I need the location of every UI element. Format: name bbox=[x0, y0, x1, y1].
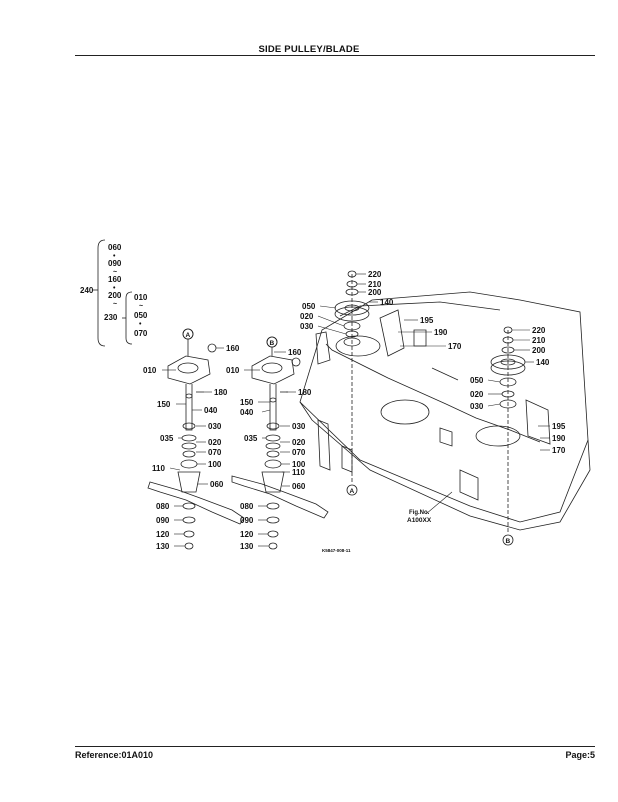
footer-reference: Reference:01A010 bbox=[75, 750, 154, 760]
callout-b-label: B bbox=[506, 538, 511, 545]
header-rule bbox=[75, 55, 595, 56]
legend-item-060: 060 bbox=[108, 243, 122, 252]
part-label: 170 bbox=[448, 342, 462, 351]
part-label: 130 bbox=[240, 542, 254, 551]
callout-a-label: A bbox=[186, 332, 191, 339]
part-label: 010 bbox=[143, 366, 157, 375]
part-label: 210 bbox=[368, 280, 382, 289]
part-label: 170 bbox=[552, 446, 566, 455]
part-label: 030 bbox=[292, 422, 306, 431]
leader-lines bbox=[162, 273, 550, 547]
page-title: SIDE PULLEY/BLADE bbox=[258, 44, 360, 55]
part-label: 100 bbox=[292, 460, 306, 469]
legend-tilde: ~ bbox=[139, 303, 143, 310]
part-label: 140 bbox=[380, 298, 394, 307]
part-label: 070 bbox=[292, 448, 306, 457]
part-label: 150 bbox=[157, 400, 171, 409]
part-label: 180 bbox=[214, 388, 228, 397]
legend-subitem-050: 050 bbox=[134, 311, 148, 320]
part-label: 030 bbox=[470, 402, 484, 411]
legend-subitem-010: 010 bbox=[134, 293, 148, 302]
part-label: 035 bbox=[160, 434, 174, 443]
part-label: 010 bbox=[226, 366, 240, 375]
part-label: 110 bbox=[292, 468, 305, 477]
part-label: 060 bbox=[210, 480, 224, 489]
legend-dot: • bbox=[113, 285, 116, 292]
part-label: 195 bbox=[420, 316, 434, 325]
part-label: 180 bbox=[298, 388, 312, 397]
part-label: 040 bbox=[240, 408, 254, 417]
part-label: 190 bbox=[552, 434, 566, 443]
part-label: 220 bbox=[532, 326, 546, 335]
legend-subitem-070: 070 bbox=[134, 329, 148, 338]
part-label: 030 bbox=[208, 422, 222, 431]
legend-item-090: 090 bbox=[108, 259, 122, 268]
part-label: 160 bbox=[226, 344, 240, 353]
legend-group-230: 230 bbox=[104, 313, 118, 322]
part-label: 130 bbox=[156, 542, 170, 551]
part-label: 030 bbox=[300, 322, 314, 331]
fig-note-code: A100XX bbox=[407, 517, 432, 524]
part-label: 035 bbox=[244, 434, 258, 443]
mower-deck bbox=[299, 291, 591, 531]
part-label: 020 bbox=[292, 438, 306, 447]
callout-a-label: A bbox=[350, 488, 355, 495]
legend-bracket bbox=[92, 239, 133, 347]
callout-b-label: B bbox=[270, 340, 275, 347]
part-label: 080 bbox=[156, 502, 170, 511]
legend-tilde: ~ bbox=[113, 301, 117, 308]
part-label: 020 bbox=[208, 438, 222, 447]
part-label: 150 bbox=[240, 398, 254, 407]
part-label: 040 bbox=[204, 406, 218, 415]
part-label: 100 bbox=[208, 460, 222, 469]
legend-dot: • bbox=[139, 321, 142, 328]
footer-rule bbox=[75, 746, 595, 747]
part-label: 120 bbox=[240, 530, 254, 539]
legend-group-240: 240 bbox=[80, 286, 94, 295]
legend-item-200: 200 bbox=[108, 291, 122, 300]
legend-tilde: ~ bbox=[113, 269, 117, 276]
part-label: 090 bbox=[156, 516, 170, 525]
part-label: 190 bbox=[434, 328, 448, 337]
part-label: 110 bbox=[152, 464, 165, 473]
part-label: 220 bbox=[368, 270, 382, 279]
part-label: 140 bbox=[536, 358, 550, 367]
part-label: 060 bbox=[292, 482, 306, 491]
part-label: 120 bbox=[156, 530, 170, 539]
figure-code: K5847-008-11 bbox=[322, 548, 351, 553]
part-label: 020 bbox=[300, 312, 314, 321]
fig-note: Fig.No. bbox=[409, 510, 430, 516]
footer-page-number: Page:5 bbox=[565, 750, 595, 760]
callout-circle-b-left bbox=[266, 336, 278, 348]
legend-dot: • bbox=[113, 253, 116, 260]
part-label: 080 bbox=[240, 502, 254, 511]
part-label: 070 bbox=[208, 448, 222, 457]
part-label: 160 bbox=[288, 348, 302, 357]
part-label: 050 bbox=[302, 302, 316, 311]
part-label: 200 bbox=[368, 288, 382, 297]
part-label: 090 bbox=[240, 516, 254, 525]
part-label: 050 bbox=[470, 376, 484, 385]
part-label: 020 bbox=[470, 390, 484, 399]
callout-circle-a-left bbox=[182, 328, 194, 340]
part-label: 210 bbox=[532, 336, 546, 345]
part-label: 195 bbox=[552, 422, 566, 431]
legend-item-160: 160 bbox=[108, 275, 122, 284]
part-label: 200 bbox=[532, 346, 546, 355]
